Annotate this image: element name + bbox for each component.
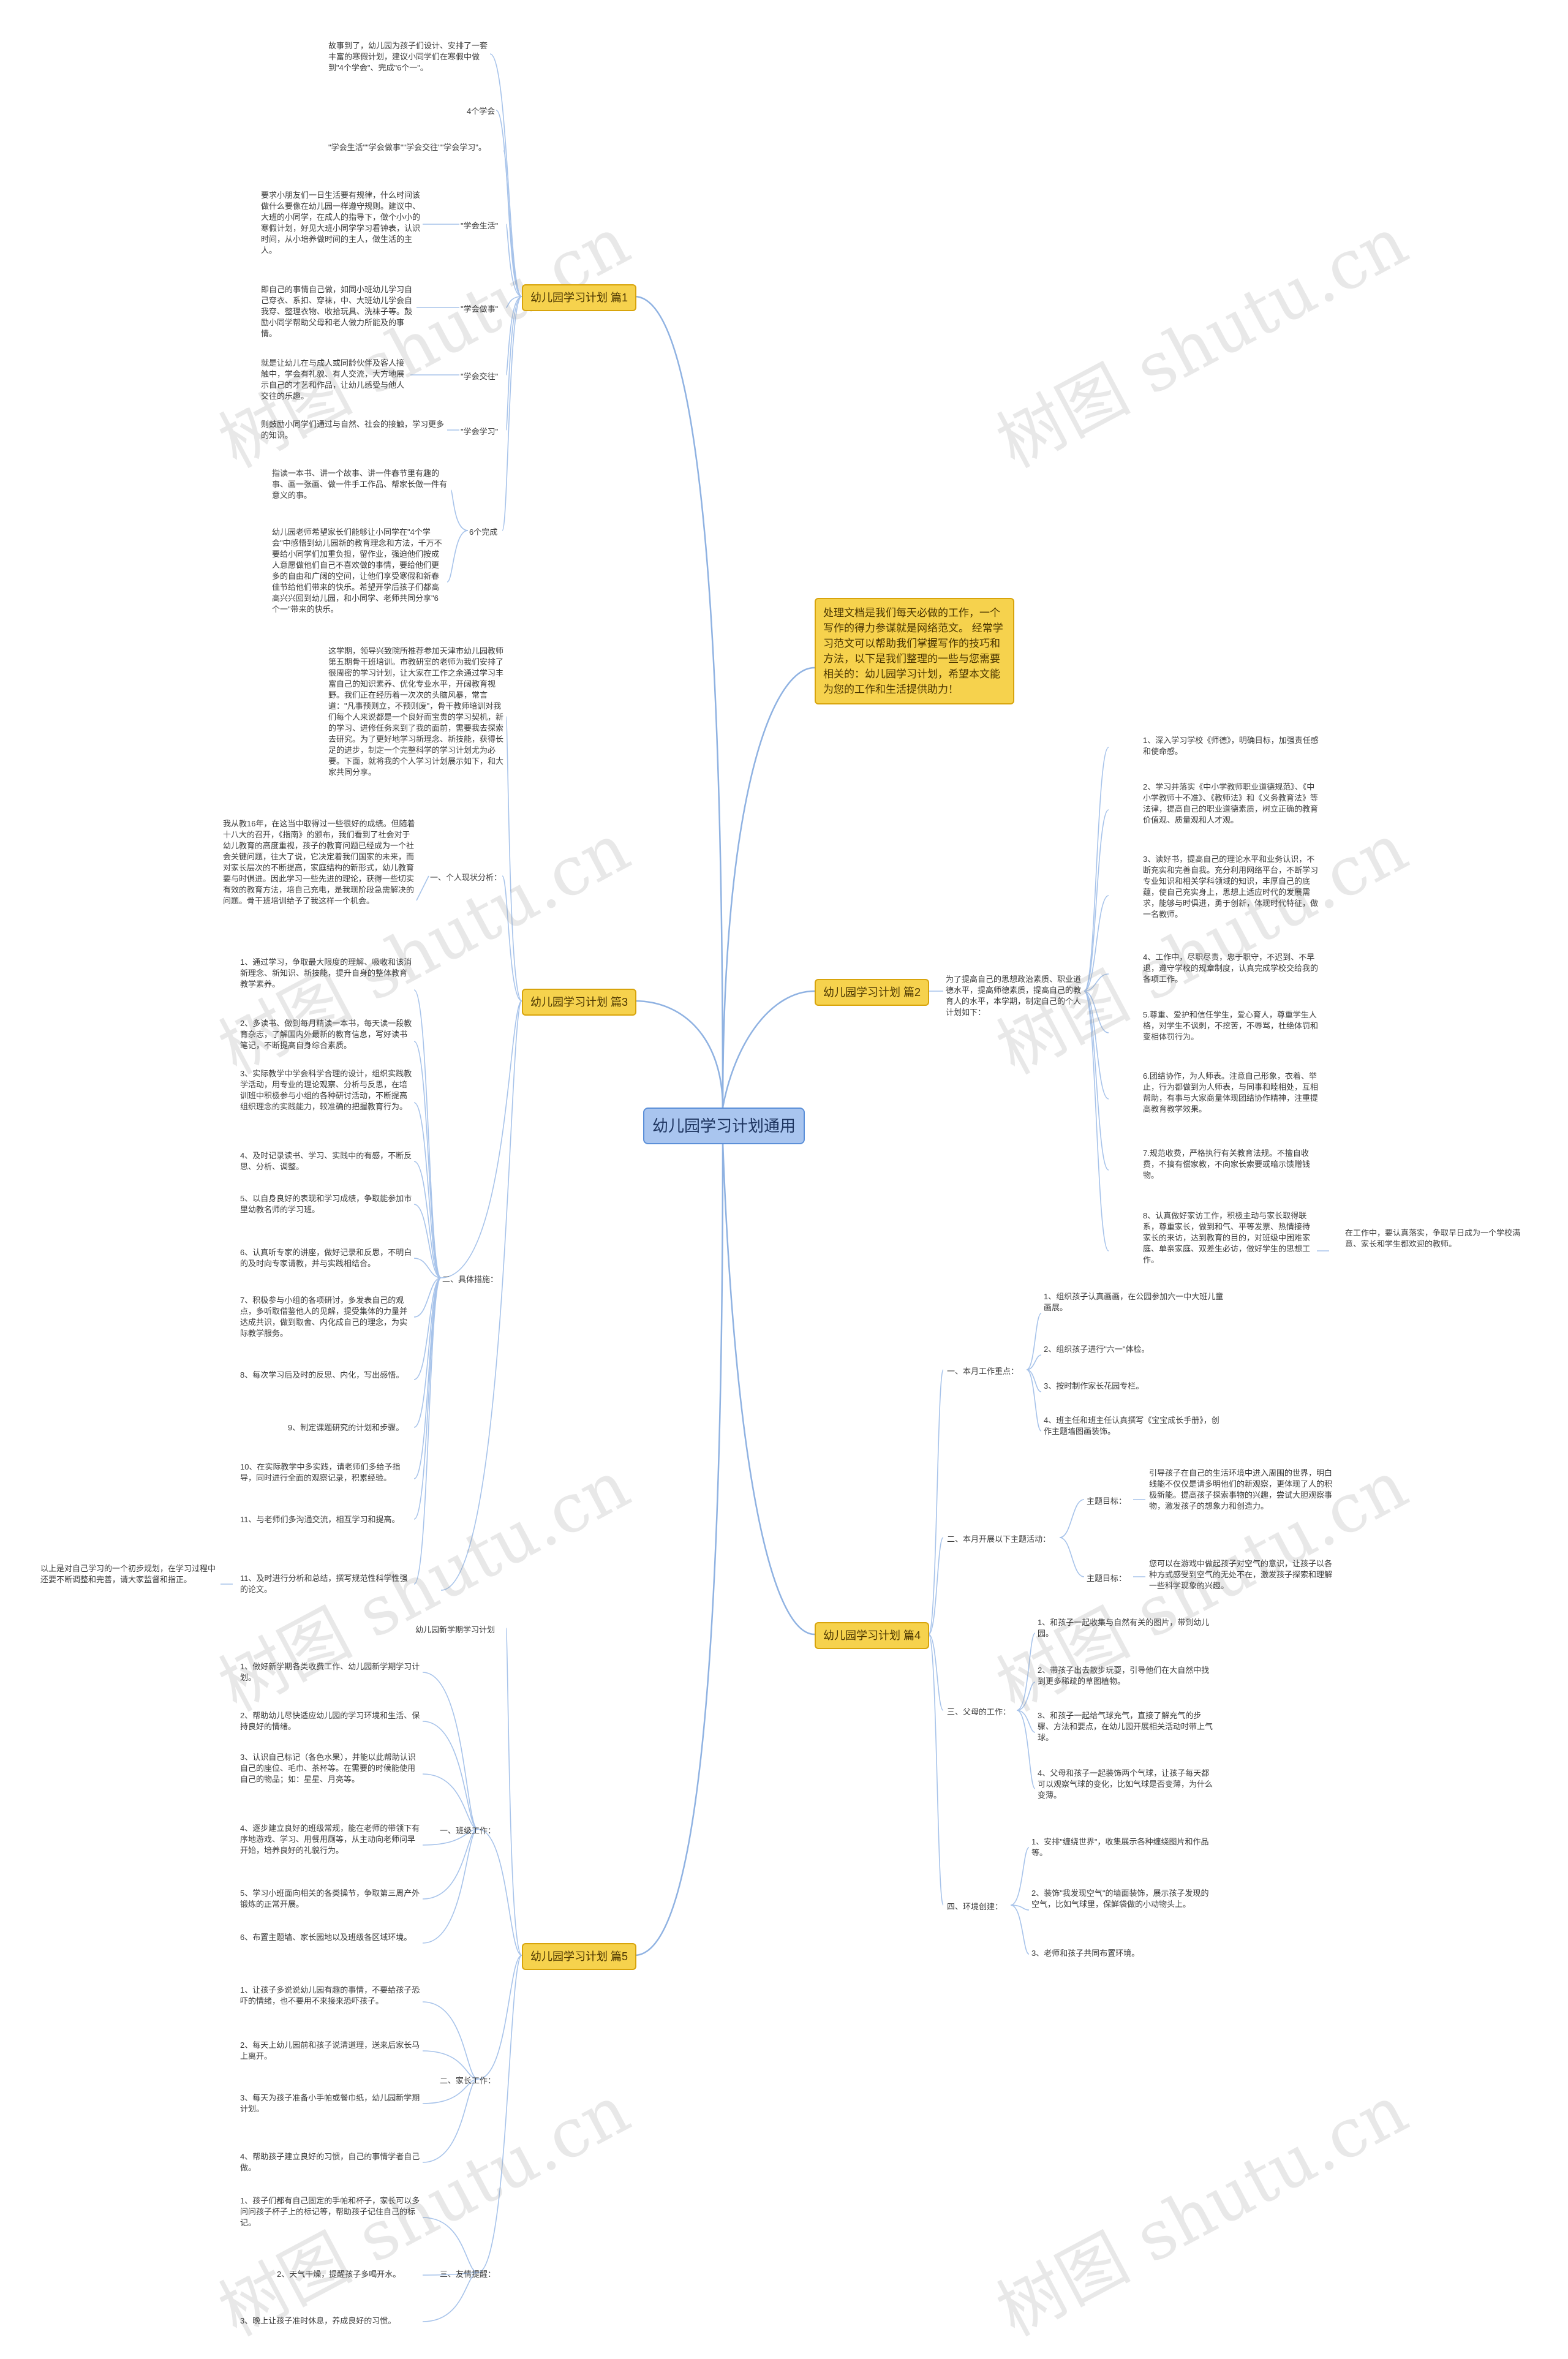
b3-intro: 这学期，领导兴致院所推荐参加天津市幼儿园教师第五期骨干班培训。市教研室的老师为我… [328, 646, 504, 777]
b2-i8: 8、认真做好家访工作，积极主动与家长取得联系，尊重家长，做到和气、平等发票、热情… [1143, 1211, 1311, 1264]
b2-i5: 5.尊重、爱护和信任学生，爱心育人，尊重学生人格，对学生不讽刺，不挖苦，不辱骂，… [1143, 1010, 1319, 1041]
intro-note[interactable]: 处理文档是我们每天必做的工作，一个写作的得力参谋就是网络范文。 经常学习范文可以… [815, 598, 1014, 704]
b5-label-2[interactable]: 二、家长工作： [440, 2076, 496, 2085]
b5-head: 幼儿园新学期学习计划 [415, 1625, 496, 1634]
b5-r3: 3、晚上让孩子准时休息，养成良好的习惯。 [240, 2316, 396, 2325]
b5-label-1[interactable]: 一、班级工作： [440, 1826, 496, 1835]
b1-label-4[interactable]: 4个学会 [467, 107, 496, 116]
branch-3[interactable]: 幼儿园学习计划 篇3 [522, 989, 637, 1016]
b3-m2: 2、多读书、做到每月精读一本书，每天读一段教育杂志，了解国内外最新的教育信息，写… [240, 1019, 412, 1050]
b5-p2: 2、每天上幼儿园前和孩子说清道理，送来后家长马上离开。 [240, 2040, 420, 2061]
b3-m6: 6、认真听专家的讲座，做好记录和反思，不明白的及时向专家请教，并与实践相结合。 [240, 1248, 412, 1268]
b4-label-goal1[interactable]: 主题目标： [1087, 1497, 1127, 1506]
b2-i8b: 在工作中，要认真落实，争取早日成为一个学校满意、家长和学生都欢迎的教师。 [1345, 1228, 1521, 1248]
b1-intro: 故事到了，幼儿园为孩子们设计、安排了一套丰富的寒假计划，建议小同学们在寒假中做到… [328, 41, 488, 72]
b3-m3: 3、实际教学中学会科学合理的设计，组织实践教学活动，用专业的理论观察、分析与反思… [240, 1069, 412, 1111]
b5-p4: 4、帮助孩子建立良好的习惯，自己的事情学者自己做。 [240, 2152, 420, 2172]
b3-label-2[interactable]: 二、具体措施： [442, 1275, 499, 1284]
b1-label-study[interactable]: "学会学习" [461, 427, 499, 436]
b4-goal1: 引导孩子在自己的生活环境中进入周围的世界，明白线能不仅仅是请多明他们的新观察，更… [1149, 1468, 1333, 1511]
b3-m8: 8、每次学习后及时的反思、内化，写出感悟。 [240, 1370, 404, 1380]
b3-label-1[interactable]: 一、个人现状分析： [430, 873, 502, 882]
b4-w2: 2、组织孩子进行"六一"体检。 [1044, 1345, 1150, 1354]
root-topic[interactable]: 幼儿园学习计划通用 [643, 1108, 805, 1144]
b4-w4: 4、班主任和班主任认真撰写《宝宝成长手册》，创作主题墙图画装饰。 [1044, 1416, 1219, 1436]
b1-label-social[interactable]: "学会交往" [461, 372, 499, 381]
b2-i1: 1、深入学习学校《师德》，明确目标，加强责任感和使命感。 [1143, 736, 1319, 756]
b4-f2: 2、带孩子出去散步玩耍，引导他们在大自然中找到更多稀疏的草图植物。 [1038, 1666, 1210, 1686]
b4-e2: 2、装饰"我发现空气"的墙面装饰，展示孩子发现的空气，比如气球里，保鲜袋做的小动… [1031, 1889, 1209, 1909]
b5-r2: 2、天气干燥，提醒孩子多喝开水。 [277, 2270, 401, 2279]
b4-f1: 1、和孩子一起收集与自然有关的图片，带到幼儿园。 [1038, 1618, 1210, 1638]
b5-label-3[interactable]: 三、友情提醒： [440, 2270, 496, 2279]
b4-label-4[interactable]: 四、环境创建： [947, 1902, 1003, 1911]
b5-c2: 2、帮助幼儿尽快适应幼儿园的学习环境和生活、保持良好的情绪。 [240, 1711, 420, 1731]
b4-e3: 3、老师和孩子共同布置环境。 [1031, 1949, 1140, 1958]
b3-tail: 以上是对自己学习的一个初步规划，在学习过程中还要不断调整和完善，请大家监督和指正… [40, 1564, 216, 1584]
b1-study-text: 则鼓励小同学们通过与自然、社会的接触，学习更多的知识。 [261, 420, 445, 440]
b4-w1: 1、组织孩子认真画画，在公园参加六一中大班儿童画展。 [1044, 1292, 1224, 1312]
b3-m7: 7、积极参与小组的各项研讨，多发表自己的观点，多听取借鉴他人的见解，提受集体的力… [240, 1296, 408, 1338]
b4-w3: 3、按时制作家长花园专栏。 [1044, 1381, 1144, 1391]
b5-c1: 1、做好新学期各类收费工作、幼儿园新学期学习计划。 [240, 1662, 420, 1682]
b2-lead: 为了提高自己的思想政治素质、职业道德水平，提高师德素质，提高自己的教育人的水平，… [946, 975, 1082, 1017]
b5-c4: 4、逐步建立良好的班级常规，能在老师的带领下有序地游戏、学习、用餐用厕等，从主动… [240, 1824, 420, 1855]
b3-m10: 10、在实际教学中多实践，请老师们多给予指导，同时进行全面的观察记录，积累经验。 [240, 1462, 401, 1482]
b1-label-6[interactable]: 6个完成 [469, 527, 498, 537]
b4-label-2[interactable]: 二、本月开展以下主题活动： [947, 1534, 1051, 1544]
b1-six-b: 幼儿园老师希望家长们能够让小同学在"4个学会"中感悟到幼儿园新的教育理念和方法，… [272, 527, 442, 614]
b4-label-3[interactable]: 三、父母的工作： [947, 1707, 1011, 1716]
b1-social-text: 就是让幼儿在与成人或同龄伙伴及客人接触中，学会有礼貌、有人交流，大方地展示自己的… [261, 358, 405, 401]
b1-live-text: 要求小朋友们一日生活要有规律，什么时间该做什么要像在幼儿园一样遵守规则。建议中、… [261, 191, 421, 255]
b3-status: 我从教16年，在这当中取得过一些很好的成绩。但随着十八大的召开，《指南》的颁布，… [223, 819, 415, 905]
b2-i6: 6.团结协作，为人师表。注意自己形象，衣着、举止，行为都做到为人师表，与同事和睦… [1143, 1071, 1319, 1114]
b3-m4: 4、及时记录读书、学习、实践中的有感，不断反思、分析、调整。 [240, 1151, 412, 1171]
b2-i7: 7.规范收费，严格执行有关教育法规。不擅自收费，不搞有偿家教，不向家长索要或暗示… [1143, 1149, 1311, 1180]
branch-5[interactable]: 幼儿园学习计划 篇5 [522, 1943, 637, 1970]
b5-p1: 1、让孩子多说说幼儿园有趣的事情，不要给孩子恐吓的情绪，也不要用不来接来恐吓孩子… [240, 1985, 420, 2006]
b3-m1: 1、通过学习，争取最大限度的理解、吸收和该消新理念、新知识、新技能，提升自身的整… [240, 957, 412, 989]
b3-m9: 9、制定课题研究的计划和步骤。 [288, 1423, 404, 1432]
b3-m11: 11、与老师们多沟通交流，相互学习和提高。 [240, 1515, 400, 1524]
b4-f4: 4、父母和孩子一起装饰两个气球，让孩子每天都可以观察气球的变化，比如气球是否变薄… [1038, 1768, 1213, 1800]
b2-i2: 2、学习并落实《中小学教师职业道德规范》、《中小学教师十不准》、《教师法》和《义… [1143, 782, 1319, 825]
b4-f3: 3、和孩子一起给气球充气，直接了解充气的步骤、方法和要点，在幼儿园开展相关活动时… [1038, 1711, 1213, 1742]
b4-label-goal2[interactable]: 主题目标： [1087, 1574, 1127, 1583]
b1-label-live[interactable]: "学会生活" [461, 221, 499, 230]
b1-label-do[interactable]: "学会做事" [461, 304, 499, 314]
b1-six-a: 指读一本书、讲一个故事、讲一件春节里有趣的事、画一张画、做一件手工作品、帮家长做… [272, 469, 448, 500]
b5-p3: 3、每天为孩子准备小手帕或餐巾纸，幼儿园新学期计划。 [240, 2093, 420, 2113]
b3-m12: 11、及时进行分析和总结，撰写规范性科学性强的论文。 [240, 1574, 408, 1594]
b4-goal2: 您可以在游戏中做起孩子对空气的意识，让孩子以各种方式感受到空气的无处不在，激发孩… [1149, 1559, 1333, 1590]
b5-c5: 5、学习小班面向相关的各类操节，争取第三周产外锻炼的正常开展。 [240, 1889, 420, 1909]
branch-2[interactable]: 幼儿园学习计划 篇2 [815, 979, 930, 1006]
b4-label-1[interactable]: 一、本月工作重点： [947, 1367, 1019, 1376]
b3-m5: 5、以自身良好的表现和学习成绩，争取能参加市里幼教名师的学习班。 [240, 1194, 412, 1214]
b5-r1: 1、孩子们都有自己固定的手帕和杯子，家长可以多问问孩子杯子上的标记等，帮助孩子记… [240, 2196, 420, 2227]
b4-e1: 1、安排"缠绕世界"，收集展示各种缠绕图片和作品等。 [1031, 1837, 1209, 1857]
b1-4-text: "学会生活""学会做事""学会交往""学会学习"。 [328, 143, 486, 152]
b2-i4: 4、工作中，尽职尽责，忠于职守，不迟到、不早退，遵守学校的规章制度，认真完成学校… [1143, 953, 1319, 984]
branch-1[interactable]: 幼儿园学习计划 篇1 [522, 284, 637, 311]
b1-do-text: 即自己的事情自己做，如同小班幼儿学习自己穿衣、系扣、穿袜，中、大班幼儿学会自我穿… [261, 285, 413, 338]
b5-c6: 6、布置主题墙、家长园地以及班级各区域环境。 [240, 1933, 412, 1942]
b5-c3: 3、认识自己标记（各色水果），并能以此帮助认识自己的座位、毛巾、茶杯等。在需要的… [240, 1753, 416, 1784]
branch-4[interactable]: 幼儿园学习计划 篇4 [815, 1622, 930, 1649]
b2-i3: 3、读好书，提高自己的理论水平和业务认识，不断充实和完善自我。充分利用网络平台，… [1143, 855, 1319, 919]
